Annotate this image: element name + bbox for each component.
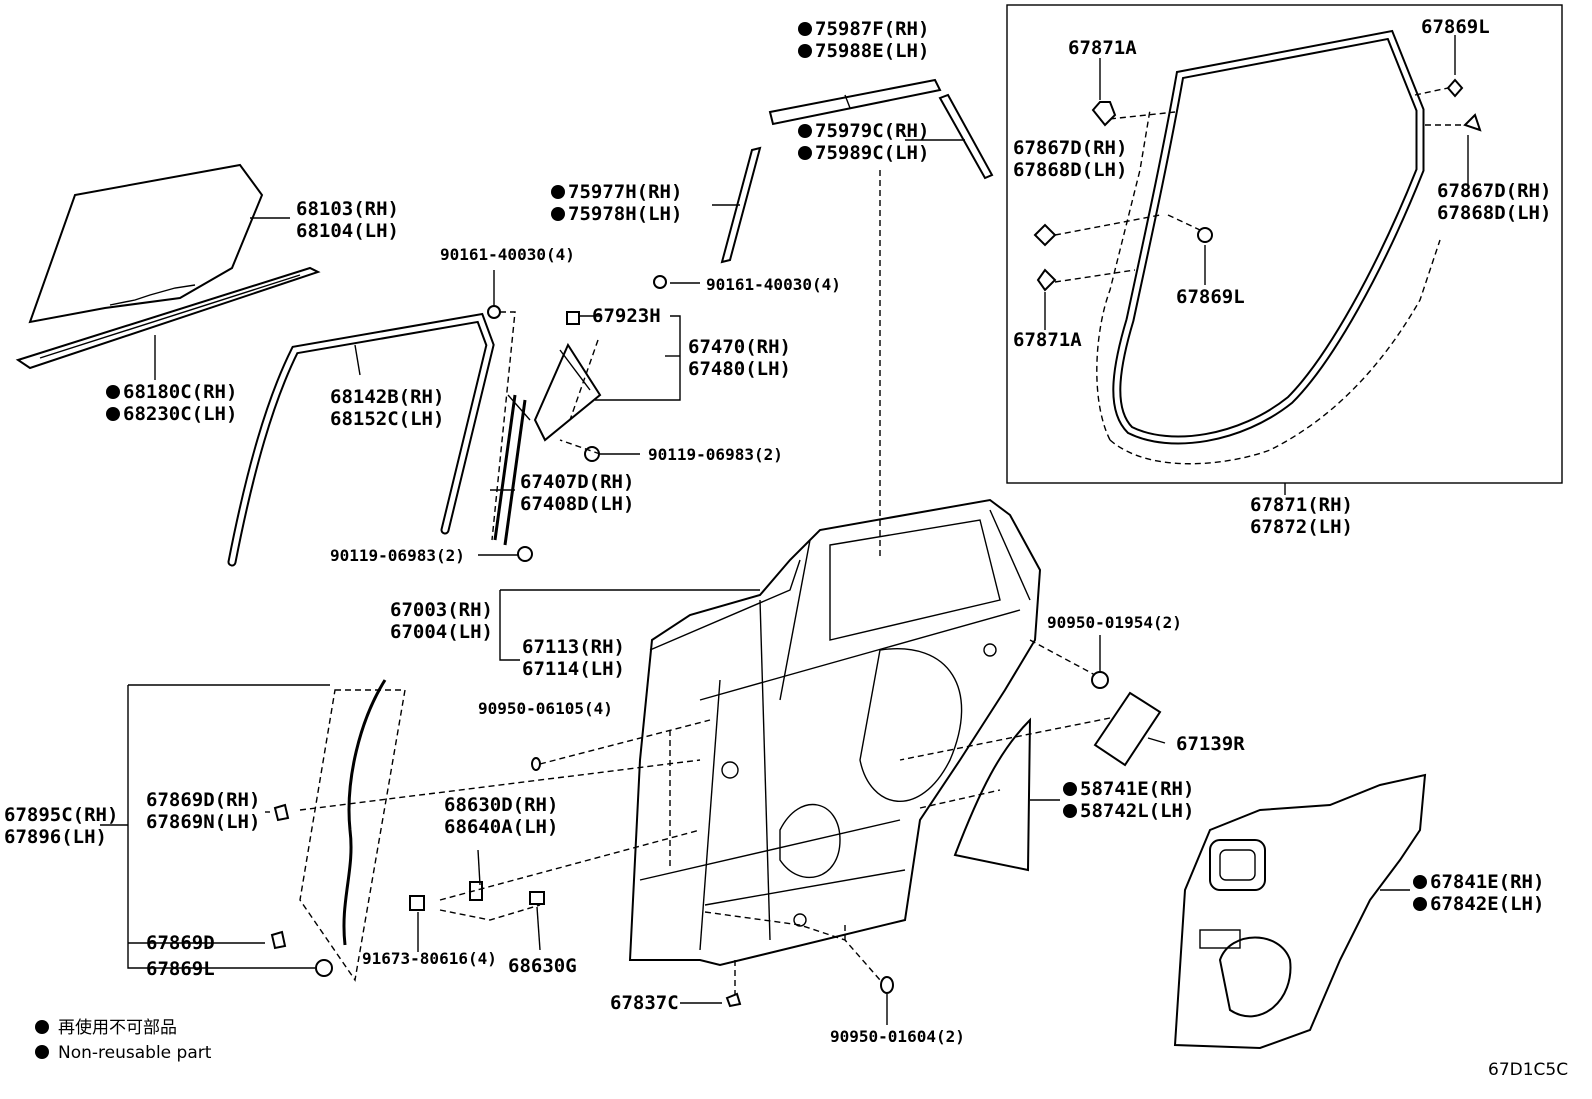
legend-text-en: Non-reusable part bbox=[58, 1043, 212, 1063]
part-number-label: 58741E(RH) bbox=[1080, 778, 1194, 800]
callout-labels: 75987F(RH)75988E(LH) 75979C(RH)75989C(LH)… bbox=[4, 16, 1551, 1046]
non-reusable-bullet bbox=[551, 207, 565, 221]
non-reusable-bullet bbox=[798, 44, 812, 58]
part-number-label: 75989C(LH) bbox=[815, 142, 929, 164]
part-number-label: 68142B(RH) bbox=[330, 386, 444, 408]
label-sheet bbox=[1093, 691, 1162, 767]
part-number-label: 67842E(LH) bbox=[1430, 893, 1544, 915]
part-number-label: 67004(LH) bbox=[390, 621, 493, 643]
part-number-label: 67113(RH) bbox=[522, 636, 625, 658]
diagram-code: 67D1C5C bbox=[1488, 1060, 1568, 1080]
legend-bullet-jp bbox=[35, 1020, 49, 1034]
part-number-label: 68230C(LH) bbox=[123, 403, 237, 425]
part-number-label: 75988E(LH) bbox=[815, 40, 929, 62]
part-number-label: 67470(RH) bbox=[688, 336, 791, 358]
part-number-label: 75978H(LH) bbox=[568, 203, 682, 225]
part-number-label: 67895C(RH) bbox=[4, 804, 118, 826]
part-number-label: 67869D(RH) bbox=[146, 789, 260, 811]
part-number-label: 67408D(LH) bbox=[520, 493, 634, 515]
door-insulator bbox=[1173, 773, 1427, 1050]
part-number-label: 67114(LH) bbox=[522, 658, 625, 680]
part-number-label: 67869D bbox=[146, 932, 215, 954]
part-number-label: 67837C bbox=[610, 992, 679, 1014]
non-reusable-bullet bbox=[1413, 875, 1427, 889]
part-number-label: 67867D(RH) bbox=[1437, 180, 1551, 202]
part-number-label: 68104(LH) bbox=[296, 220, 399, 242]
non-reusable-bullet bbox=[551, 185, 565, 199]
part-number-label: 68180C(RH) bbox=[123, 381, 237, 403]
belt-moulding bbox=[720, 78, 994, 264]
part-number-label: 68630G bbox=[508, 955, 577, 977]
division-bar-channel bbox=[493, 394, 531, 546]
fasteners bbox=[487, 275, 1109, 1008]
legend: 再使用不可部品 Non-reusable part bbox=[35, 1017, 212, 1063]
part-number-label: 68152C(LH) bbox=[330, 408, 444, 430]
part-number-label: 67869L bbox=[1176, 286, 1245, 308]
door-glass bbox=[15, 163, 321, 370]
part-number-label: 67480(LH) bbox=[688, 358, 791, 380]
non-reusable-bullet bbox=[1063, 804, 1077, 818]
part-number-label: 67139R bbox=[1176, 733, 1245, 755]
service-hole-cover-quarter bbox=[953, 717, 1032, 872]
leader-lines bbox=[100, 35, 1469, 1025]
part-number-label: 90161-40030(4) bbox=[706, 275, 841, 294]
part-number-label: 75987F(RH) bbox=[815, 18, 929, 40]
part-number-label: 67871(RH) bbox=[1250, 494, 1353, 516]
rear-door-panel bbox=[628, 498, 1042, 967]
part-number-label: 67407D(RH) bbox=[520, 471, 634, 493]
non-reusable-bullet bbox=[798, 146, 812, 160]
part-number-label: 68640A(LH) bbox=[444, 816, 558, 838]
part-number-label: 75979C(RH) bbox=[815, 120, 929, 142]
weatherstrip-left-assembly bbox=[270, 679, 406, 982]
part-number-label: 67869L bbox=[146, 958, 215, 980]
part-number-label: 67868D(LH) bbox=[1013, 159, 1127, 181]
part-number-label: 68103(RH) bbox=[296, 198, 399, 220]
part-number-label: 68630D(RH) bbox=[444, 794, 558, 816]
hinge-parts bbox=[409, 881, 545, 921]
part-number-label: 58742L(LH) bbox=[1080, 800, 1194, 822]
part-number-label: 67841E(RH) bbox=[1430, 871, 1544, 893]
glass-run bbox=[227, 312, 495, 567]
non-reusable-bullet bbox=[1413, 897, 1427, 911]
part-number-label: 67003(RH) bbox=[390, 599, 493, 621]
part-number-label: 67923H bbox=[592, 305, 661, 327]
non-reusable-bullet bbox=[798, 22, 812, 36]
part-number-label: 67896(LH) bbox=[4, 826, 107, 848]
part-number-label: 67868D(LH) bbox=[1437, 202, 1551, 224]
part-number-label: 67869N(LH) bbox=[146, 811, 260, 833]
part-number-label: 91673-80616(4) bbox=[362, 949, 497, 968]
legend-bullet-en bbox=[35, 1045, 49, 1059]
part-number-label: 90161-40030(4) bbox=[440, 245, 575, 264]
legend-text-jp: 再使用不可部品 bbox=[58, 1017, 177, 1038]
part-number-label: 67867D(RH) bbox=[1013, 137, 1127, 159]
non-reusable-bullet bbox=[106, 407, 120, 421]
part-number-label: 90119-06983(2) bbox=[330, 546, 465, 565]
non-reusable-bullet bbox=[1063, 782, 1077, 796]
part-number-label: 90950-01954(2) bbox=[1047, 613, 1182, 632]
part-number-label: 67869L bbox=[1421, 16, 1490, 38]
non-reusable-bullet bbox=[106, 385, 120, 399]
part-number-label: 90950-06105(4) bbox=[478, 699, 613, 718]
part-number-label: 67871A bbox=[1013, 329, 1082, 351]
part-number-label: 75977H(RH) bbox=[568, 181, 682, 203]
part-number-label: 90950-01604(2) bbox=[830, 1027, 965, 1046]
weatherstrip-panel bbox=[1006, 4, 1563, 484]
part-number-label: 67871A bbox=[1068, 37, 1137, 59]
non-reusable-bullet bbox=[798, 124, 812, 138]
quarter-glass bbox=[533, 311, 602, 442]
part-number-label: 90119-06983(2) bbox=[648, 445, 783, 464]
part-number-label: 67872(LH) bbox=[1250, 516, 1353, 538]
